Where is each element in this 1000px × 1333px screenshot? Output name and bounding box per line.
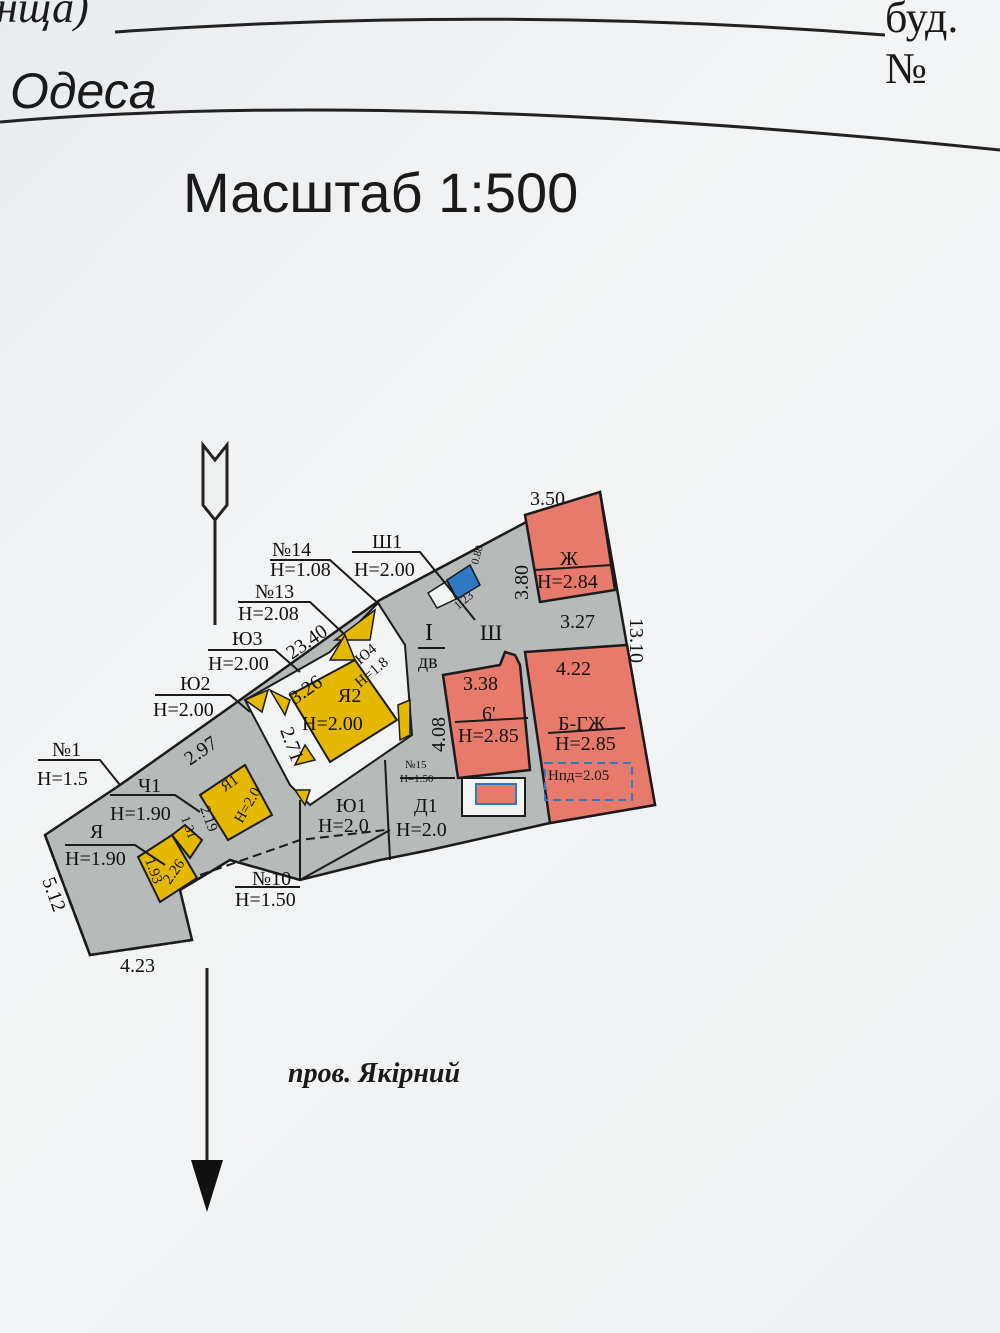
dim-4-23: 4.23 (120, 955, 155, 977)
north-arrow-icon (201, 440, 229, 625)
room-zh (523, 490, 617, 604)
shed-ya (136, 833, 199, 904)
street-name: пров. Якірний (288, 1058, 461, 1089)
fraction-line (454, 717, 529, 723)
dim-4-22: 4.22 (556, 658, 591, 680)
label-b-gzh-height: Н=2.85 (555, 733, 616, 755)
dim-13-10: 13.10 (625, 618, 647, 663)
dim-4-08: 4.08 (428, 717, 450, 752)
shed-ya2 (288, 658, 399, 764)
label-n13: №13 (255, 581, 294, 603)
label-n15: №15 (405, 759, 427, 771)
yellow-markers (243, 608, 411, 807)
fraction-line (534, 564, 613, 571)
label-i: I (425, 620, 433, 646)
room-6 (441, 650, 532, 780)
label-ya-height: Н=1.90 (65, 848, 126, 870)
label-sh1: Ш1 (372, 531, 402, 553)
city-name: Одеса (10, 63, 157, 119)
header-fragment-right: буд.№ (885, 0, 959, 93)
dashed-basement (544, 762, 633, 801)
label-zh: Ж (560, 548, 578, 570)
dim-3-27: 3.27 (560, 611, 595, 633)
form-line (114, 17, 886, 37)
label-n1-height: Н=1.5 (37, 768, 88, 790)
label-hpd: Нпд=2.05 (548, 768, 609, 784)
label-sh1-height: Н=2.00 (354, 559, 415, 581)
direction-arrow-icon (191, 968, 223, 1212)
label-n1: №1 (52, 739, 81, 761)
dashed-boundary (43, 834, 193, 957)
label-ya: Я (90, 821, 103, 843)
label-sh: Ш (480, 620, 502, 645)
label-n13-height: Н=2.08 (238, 603, 299, 625)
label-d1: Д1 (414, 795, 438, 817)
label-n10: №10 (252, 868, 291, 890)
leader-lines (38, 551, 476, 888)
label-dv: дв (418, 651, 438, 673)
label-ya2: Я2 (338, 685, 361, 707)
label-n10-height: Н=1.50 (235, 889, 296, 911)
label-yu3-height: Н=2.00 (208, 653, 269, 675)
dim-3-38: 3.38 (463, 673, 498, 695)
form-line (0, 108, 1000, 152)
label-zh-height: Н=2.84 (537, 571, 598, 593)
fraction-line (547, 727, 626, 734)
shed-ya-annex (170, 823, 204, 860)
label-ya2-height: Н=2.00 (302, 713, 363, 735)
label-yu2-height: Н=2.00 (153, 699, 214, 721)
room-b-gzh (523, 643, 657, 825)
dim-3-80: 3.80 (511, 565, 533, 600)
label-n14: №14 (272, 539, 311, 561)
label-yu1: Ю1 (336, 795, 367, 817)
dim-3-50: 3.50 (530, 488, 565, 510)
header-fragment-left: нща) (0, 0, 89, 32)
label-ch1: Ч1 (138, 775, 161, 797)
wall-line (299, 829, 391, 881)
label-d1-height: Н=2.0 (396, 819, 447, 841)
label-ch1-height: Н=1.90 (110, 803, 171, 825)
scale-title: Масштаб 1:500 (183, 161, 579, 224)
label-n15-height: Н=1.50 (400, 773, 434, 785)
dim-1-31: 1.31 (178, 814, 200, 841)
label-yu1-height: Н=2.0 (318, 815, 369, 837)
small-room-inner (475, 783, 517, 805)
shed-ya1 (198, 763, 274, 842)
label-6-height: Н=2.85 (458, 725, 519, 747)
label-n14-height: Н=1.08 (270, 559, 331, 581)
label-yu2: Ю2 (180, 673, 211, 695)
label-yu3: Ю3 (232, 628, 263, 650)
label-6: 6' (482, 703, 496, 725)
dim-0-80: 0.80 (469, 544, 486, 566)
wall-line (384, 759, 391, 861)
